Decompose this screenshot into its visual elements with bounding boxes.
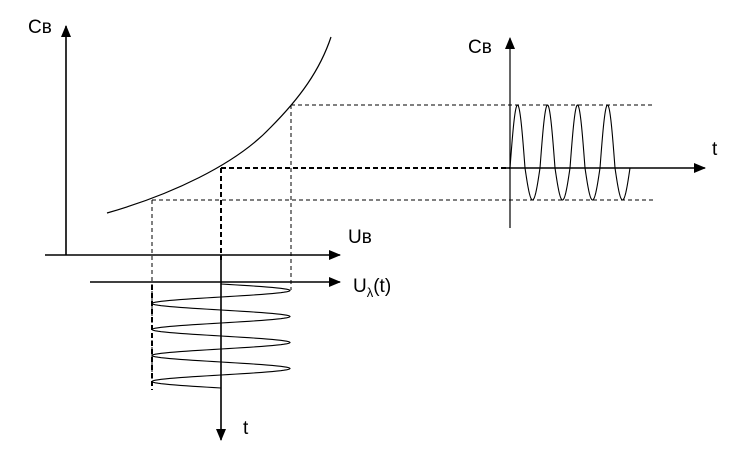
- left-x-axis-label: Uв: [348, 227, 372, 248]
- input-sinusoid: [151, 283, 291, 389]
- right-time-axis-label: t: [712, 139, 718, 160]
- right-y-axis-label: Cв: [468, 37, 492, 58]
- input-axis-label: Uλ(t): [353, 276, 391, 300]
- capacitance-curve: [106, 36, 332, 214]
- left-y-axis-label: Cв: [28, 17, 52, 38]
- output-sinusoid: [509, 104, 631, 201]
- bottom-time-axis-label: t: [243, 418, 249, 439]
